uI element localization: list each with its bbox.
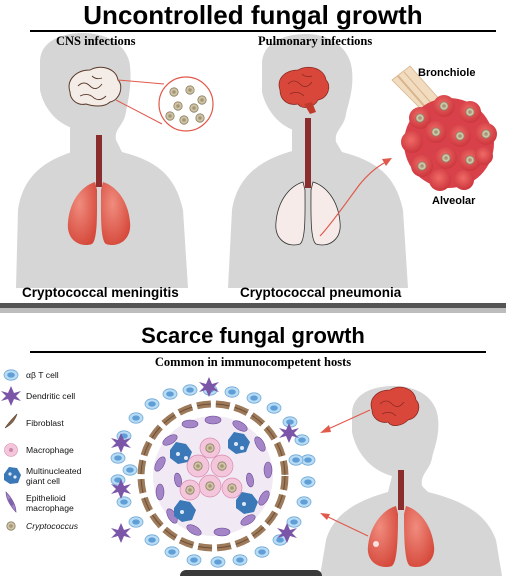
bottom-lung-l (367, 506, 398, 568)
granuloma (110, 377, 316, 568)
section-divider-light (0, 308, 506, 313)
epithelioid-macrophages (154, 415, 273, 537)
cns-zoom-circle (158, 76, 214, 132)
giant-cell-icon (4, 467, 21, 484)
pulmonary-arrowhead (382, 158, 392, 166)
left-lung-r (100, 182, 131, 246)
brain-to-granuloma-arrow (325, 409, 371, 431)
bottom-subtitle: Common in immunocompetent hosts (154, 355, 352, 369)
right-body-silhouette (228, 34, 408, 288)
right-lung-l (275, 181, 306, 246)
lung-to-granuloma-arrow (325, 515, 369, 537)
legend-label-cryptococcus: Cryptococcus (26, 521, 79, 531)
pulmonary-arrow (319, 161, 387, 237)
top-title-rule (30, 30, 496, 32)
bottom-title: Scarce fungal growth (141, 323, 365, 348)
bottom-body-silhouette (320, 386, 502, 576)
left-caption: Cryptococcal meningitis (22, 285, 179, 300)
legend-label-fibroblast: Fibroblast (26, 418, 64, 428)
left-lung-l (67, 182, 98, 246)
bottom-title-rule (30, 351, 486, 353)
section-divider-dark (0, 303, 506, 308)
cns-header: CNS infections (56, 34, 136, 48)
legend-label-t-cell: αβ T cell (26, 370, 59, 380)
zoom-line-top (117, 79, 165, 85)
alveolar-cluster (401, 95, 497, 191)
fibroblast-icon (4, 413, 18, 429)
brain-sketch-icon (68, 66, 122, 107)
top-title: Uncontrolled fungal growth (83, 0, 423, 30)
t-cell-icon (3, 369, 19, 381)
bottom-brain-icon (370, 386, 420, 426)
legend-label-dendritic: Dendritic cell (26, 391, 76, 401)
dendritic-cell-icon (1, 386, 21, 406)
bottom-bar (180, 570, 322, 576)
legend-label-giant-cell: Multinucleated giant cell (26, 466, 82, 486)
bottom-lung-r (404, 506, 435, 568)
right-trachea (305, 118, 311, 188)
macrophage-core (179, 437, 243, 501)
legend-label-epithelioid: Epithelioid macrophage (26, 493, 74, 513)
dendritic-cells (111, 377, 299, 543)
left-trachea (96, 135, 102, 187)
cryptococcus-icon (6, 521, 16, 531)
bottom-trachea (398, 470, 404, 510)
legend-icons (1, 369, 21, 531)
epithelioid-macrophage-icon (5, 491, 17, 513)
macrophage-icon (4, 443, 18, 457)
legend-label-macrophage: Macrophage (26, 445, 74, 455)
brain-icon (278, 66, 330, 114)
zoom-line-bottom (115, 99, 163, 125)
giant-cells (170, 432, 258, 522)
right-lung-r (310, 181, 341, 246)
pulmonary-header: Pulmonary infections (258, 34, 373, 48)
bronchiole-label: Bronchiole (418, 67, 476, 79)
alveolar-label: Alveolar (432, 195, 476, 207)
right-caption: Cryptococcal pneumonia (240, 285, 402, 300)
